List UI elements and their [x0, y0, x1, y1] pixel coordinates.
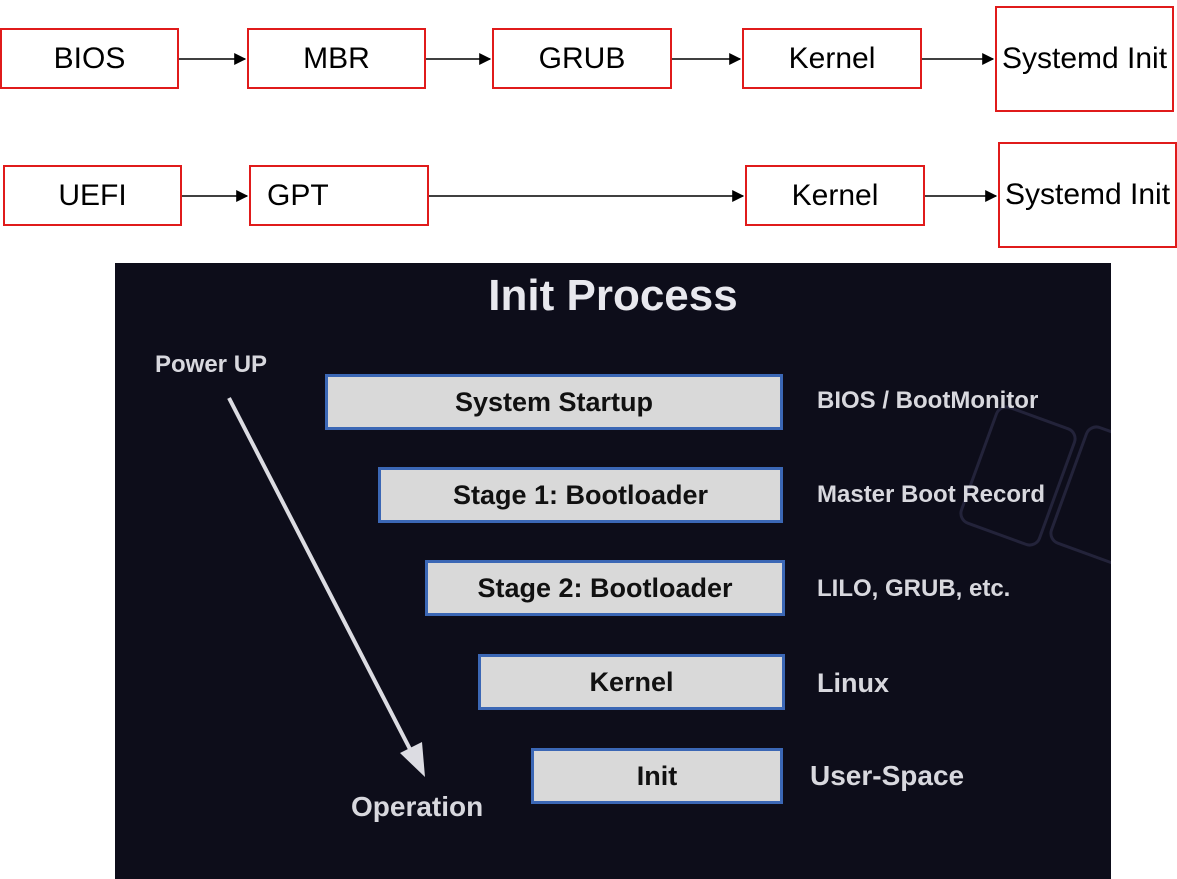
- note-kernel: Linux: [817, 668, 889, 698]
- flow-legacy-arrows: [179, 53, 995, 65]
- flow-modern-systemd-box: Systemd Init: [998, 142, 1177, 248]
- power-to-operation-arrow: [227, 397, 425, 777]
- operation-label: Operation: [351, 791, 484, 822]
- stage-system-startup: System Startup: [325, 374, 783, 430]
- init-process-panel: Init Process Power UP Operation System S…: [115, 263, 1111, 879]
- note-system-startup: BIOS / BootMonitor: [817, 387, 1039, 414]
- power-up-label: Power UP: [155, 351, 268, 378]
- flow-legacy-kernel-box: Kernel: [742, 28, 922, 89]
- flow-legacy-mbr-box: MBR: [247, 28, 426, 89]
- note-bootloader-2: LILO, GRUB, etc.: [817, 575, 1011, 602]
- flow-modern-kernel-box: Kernel: [745, 165, 925, 226]
- stage-bootloader-2: Stage 2: Bootloader: [425, 560, 785, 616]
- stage-init: Init: [531, 748, 783, 804]
- panel-title: Init Process: [488, 271, 738, 320]
- flow-modern-gpt-box: GPT: [249, 165, 429, 226]
- flow-legacy-systemd-box: Systemd Init: [995, 6, 1174, 112]
- note-bootloader-1: Master Boot Record: [817, 481, 1046, 508]
- flow-legacy-bios-box: BIOS: [0, 28, 179, 89]
- stage-bootloader-1: Stage 1: Bootloader: [378, 467, 783, 523]
- note-init: User-Space: [810, 760, 965, 791]
- flow-legacy-grub-box: GRUB: [492, 28, 672, 89]
- flow-modern-arrows: [182, 190, 998, 202]
- flow-modern-uefi-box: UEFI: [3, 165, 182, 226]
- stage-kernel: Kernel: [478, 654, 785, 710]
